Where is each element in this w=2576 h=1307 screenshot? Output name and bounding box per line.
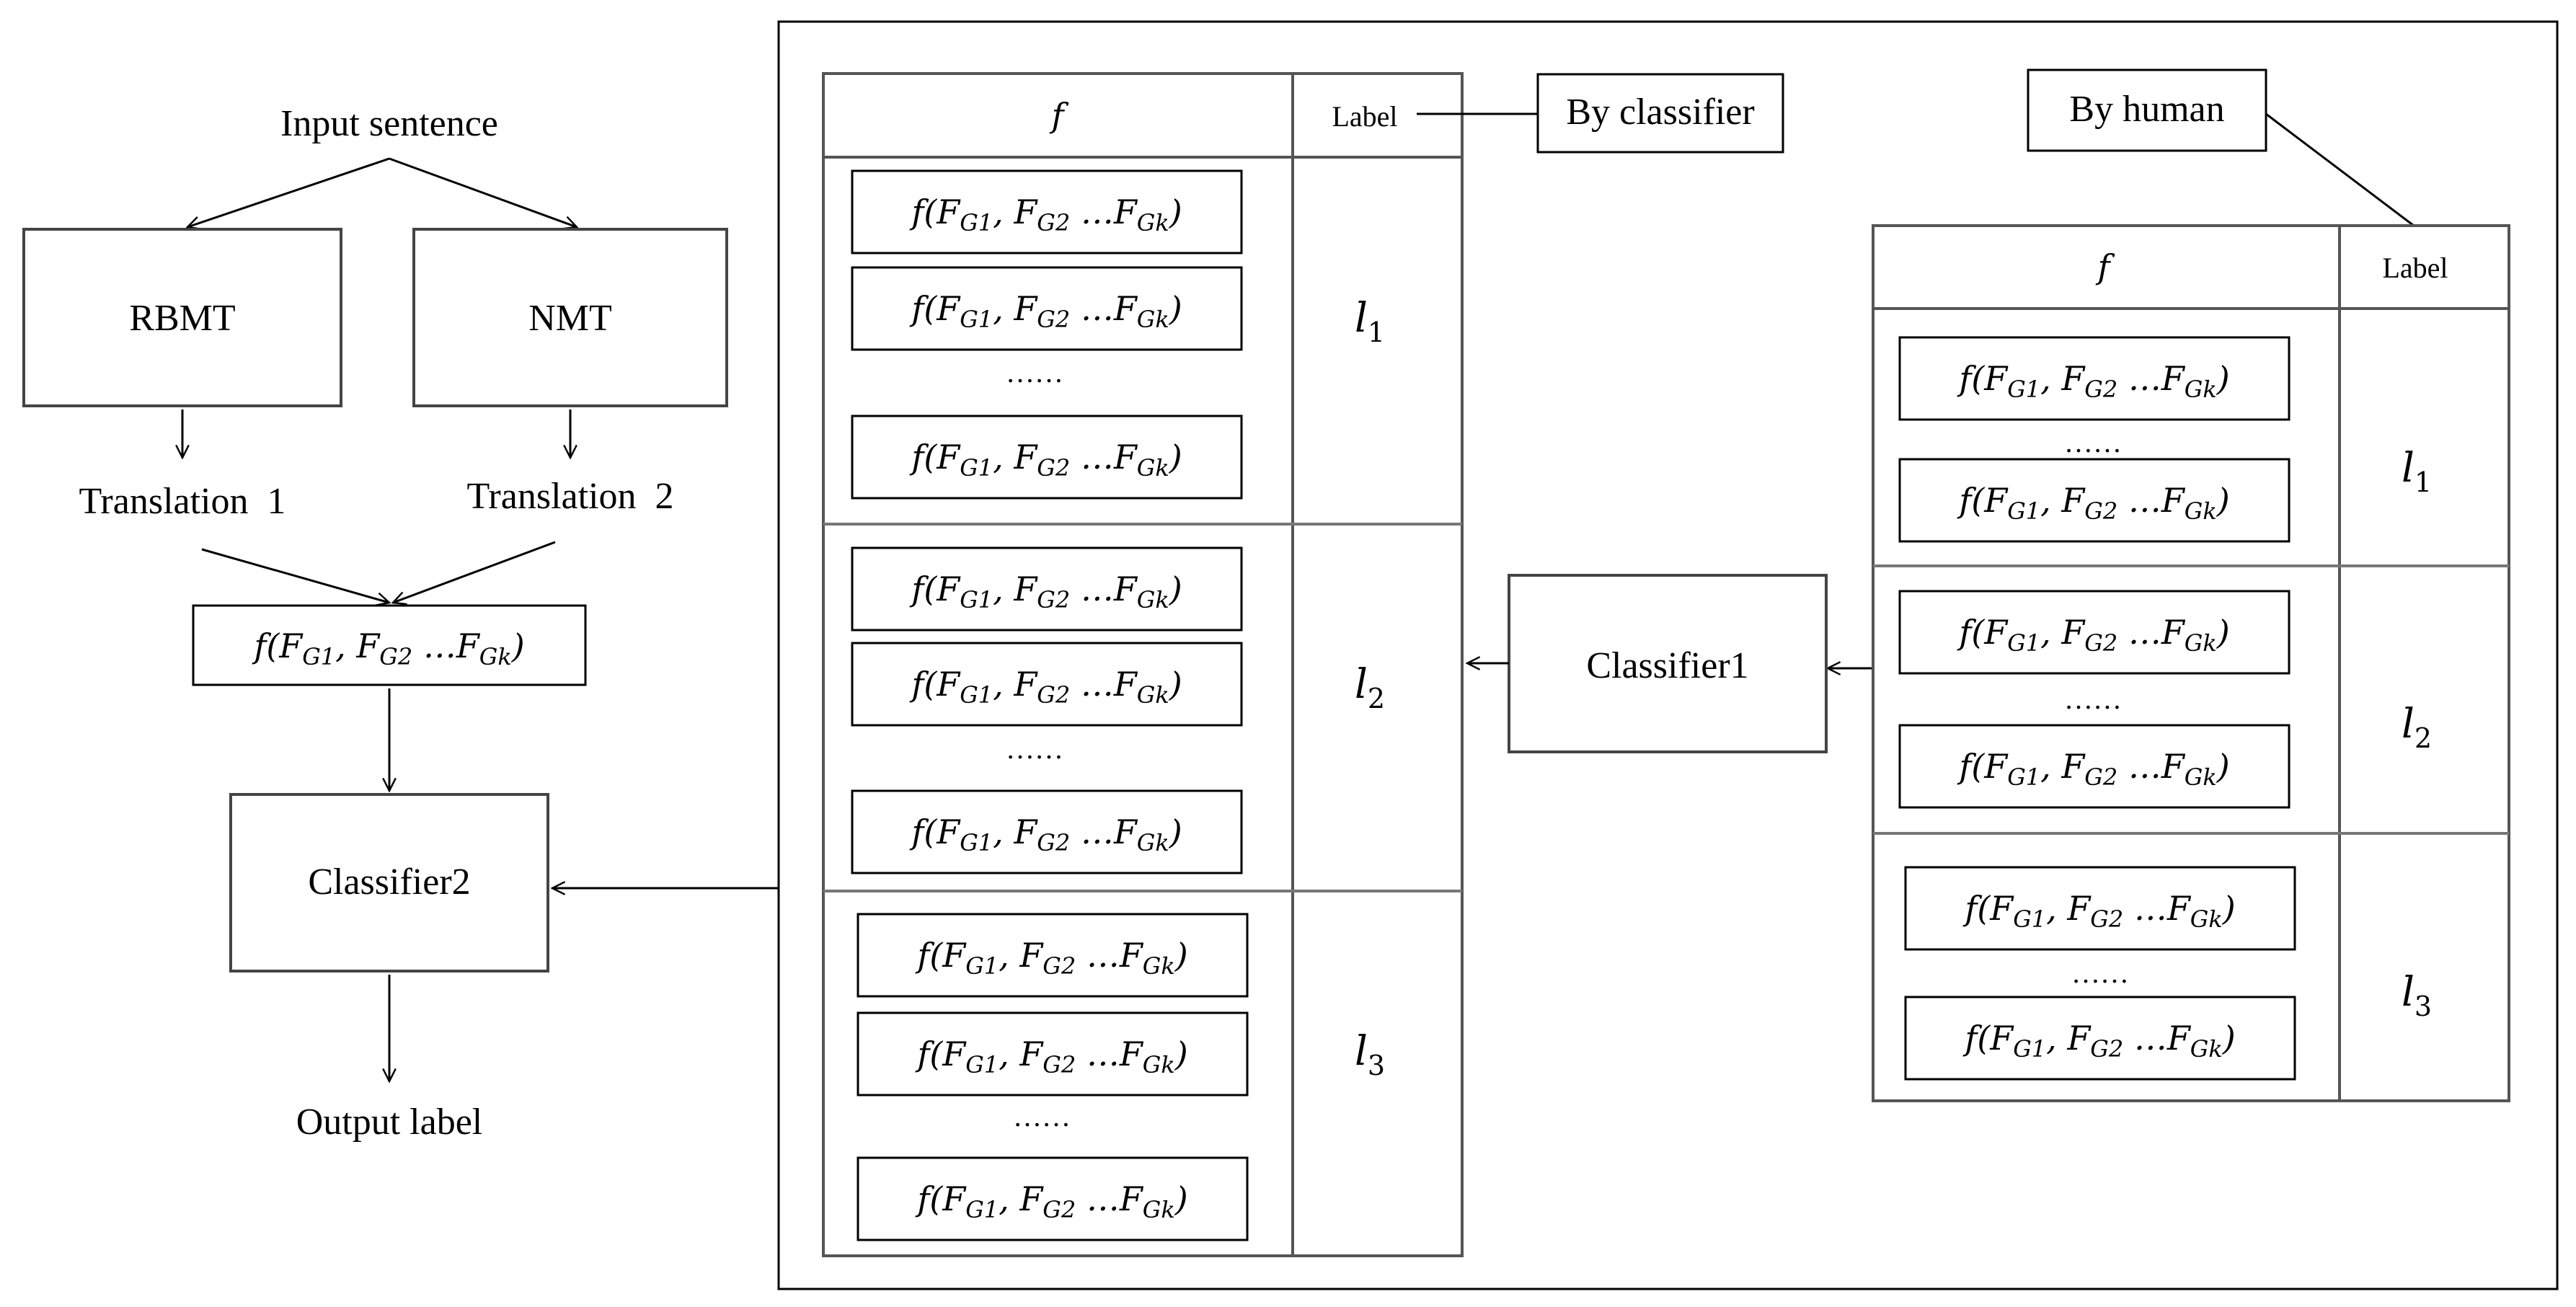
svg-text:l1: l1 [2402,445,2432,498]
nmt-box [412,228,728,407]
feature-formula: f(FG1, FG2 …FGk) [1962,889,2235,933]
by-human-callout [2027,68,2267,152]
callout-line-human [2265,112,2415,227]
nmt-label: NMT [528,298,612,339]
svg-text:f(FG1, FG2 …FGk): f(FG1, FG2 …FGk) [909,192,1182,236]
svg-text:f(FG1, FG2 …FGk): f(FG1, FG2 …FGk) [1957,481,2229,525]
feature-box [851,415,1243,500]
table-human-header-label: Label [2382,252,2448,284]
feature-formula: f(FG1, FG2 …FGk) [1957,481,2229,525]
feature-formula: f(FG1, FG2 …FGk) [915,1179,1187,1223]
feature-box [1898,724,2290,809]
feature-box [857,913,1249,998]
feature-formula: f(FG1, FG2 …FGk) [1957,747,2229,791]
feature-box [1898,590,2290,675]
arrow-translation1-to-feature [201,548,389,603]
svg-text:l2: l2 [2402,701,2432,754]
translation2-label: Translation 2 [467,476,674,517]
feature-box [851,642,1243,727]
classifier2-box [229,793,549,973]
row-label: l3 [1355,1028,1385,1081]
svg-text:f(FG1, FG2 …FGk): f(FG1, FG2 …FGk) [1957,613,2229,657]
feature-formula: f(FG1, FG2 …FGk) [1957,359,2229,403]
rbmt-label: RBMT [129,298,235,339]
classifier1-label: Classifier1 [1586,645,1748,686]
pipeline: Input sentence RBMT NMT Translation 1 Tr… [22,103,728,1143]
feature-formula: f(FG1, FG2 …FGk) [252,626,524,670]
classifier2-label: Classifier2 [308,861,470,903]
svg-text:f(FG1, FG2 …FGk): f(FG1, FG2 …FGk) [915,936,1187,980]
svg-text:l1: l1 [1355,295,1385,348]
feature-formula: f(FG1, FG2 …FGk) [909,438,1182,482]
feature-formula: f(FG1, FG2 …FGk) [915,936,1187,980]
feature-box [1898,336,2290,421]
feature-box [857,1011,1249,1096]
row-label: l3 [2402,969,2432,1022]
feature-formula: f(FG1, FG2 …FGk) [909,289,1182,333]
feature-box [851,266,1243,351]
input-sentence-label: Input sentence [280,103,498,144]
row-label: l2 [1355,661,1385,714]
svg-text:f(FG1, FG2 …FGk): f(FG1, FG2 …FGk) [1962,1019,2235,1063]
svg-text:f(FG1, FG2 …FGk): f(FG1, FG2 …FGk) [1957,747,2229,791]
by-classifier-label: By classifier [1566,92,1754,133]
row-label: l1 [2402,445,2432,498]
feature-formula: f(FG1, FG2 …FGk) [1962,1019,2235,1063]
ellipsis-dots: …… [1013,1100,1071,1133]
svg-text:l3: l3 [1355,1028,1385,1081]
svg-text:f(FG1, FG2 …FGk): f(FG1, FG2 …FGk) [909,438,1182,482]
ellipsis-dots: …… [2064,683,2122,715]
feature-box [851,546,1243,632]
ellipsis-dots: …… [1006,732,1063,765]
feature-formula: f(FG1, FG2 …FGk) [915,1034,1187,1078]
rbmt-box [22,228,342,407]
svg-text:f(FG1, FG2 …FGk): f(FG1, FG2 …FGk) [909,289,1182,333]
outer-frame [777,20,2559,1290]
ellipsis-dots: …… [1006,356,1063,389]
table-classifier-header-label: Label [1332,100,1397,133]
svg-text:f(FG1, FG2 …FGk): f(FG1, FG2 …FGk) [915,1034,1187,1078]
feature-box [1898,458,2290,543]
row-label: l1 [1355,295,1385,348]
ellipsis-dots: …… [2071,957,2129,989]
translation1-label: Translation 1 [79,481,286,522]
feature-box [851,789,1243,874]
feature-box [1904,866,2296,951]
svg-text:l2: l2 [1355,661,1385,714]
feature-box [192,604,587,686]
svg-text:f(FG1, FG2 …FGk): f(FG1, FG2 …FGk) [915,1179,1187,1223]
svg-text:f(FG1, FG2 …FGk): f(FG1, FG2 …FGk) [252,626,524,670]
arrow-to-rbmt [187,157,390,227]
feature-formula: f(FG1, FG2 …FGk) [1957,613,2229,657]
human-labeled-table: By human f Label f(FG1, FG2 …FGk) …… f(F… [1872,68,2510,1102]
svg-text:f(FG1, FG2 …FGk): f(FG1, FG2 …FGk) [1957,359,2229,403]
arrow-translation2-to-feature [393,541,556,603]
arrow-to-nmt [389,157,577,227]
feature-box [857,1156,1249,1241]
svg-text:f(FG1, FG2 …FGk): f(FG1, FG2 …FGk) [1962,889,2235,933]
classifier-labeled-table: f Label By classifier f(FG1, FG2 …FGk) f… [822,72,1784,1257]
feature-box [1904,996,2296,1081]
svg-text:f(FG1, FG2 …FGk): f(FG1, FG2 …FGk) [909,665,1182,709]
svg-text:l3: l3 [2402,969,2432,1022]
feature-box [851,169,1243,254]
svg-text:f(FG1, FG2 …FGk): f(FG1, FG2 …FGk) [909,570,1182,613]
output-label: Output label [296,1102,483,1143]
svg-text:f(FG1, FG2 …FGk): f(FG1, FG2 …FGk) [909,812,1182,856]
feature-formula: f(FG1, FG2 …FGk) [909,570,1182,613]
feature-formula: f(FG1, FG2 …FGk) [909,665,1182,709]
by-classifier-callout [1536,73,1784,154]
feature-formula: f(FG1, FG2 …FGk) [909,192,1182,236]
ellipsis-dots: …… [2064,426,2122,458]
feature-formula: f(FG1, FG2 …FGk) [909,812,1182,856]
classifier1-box [1508,574,1828,753]
by-human-label: By human [2069,89,2224,130]
row-label: l2 [2402,701,2432,754]
